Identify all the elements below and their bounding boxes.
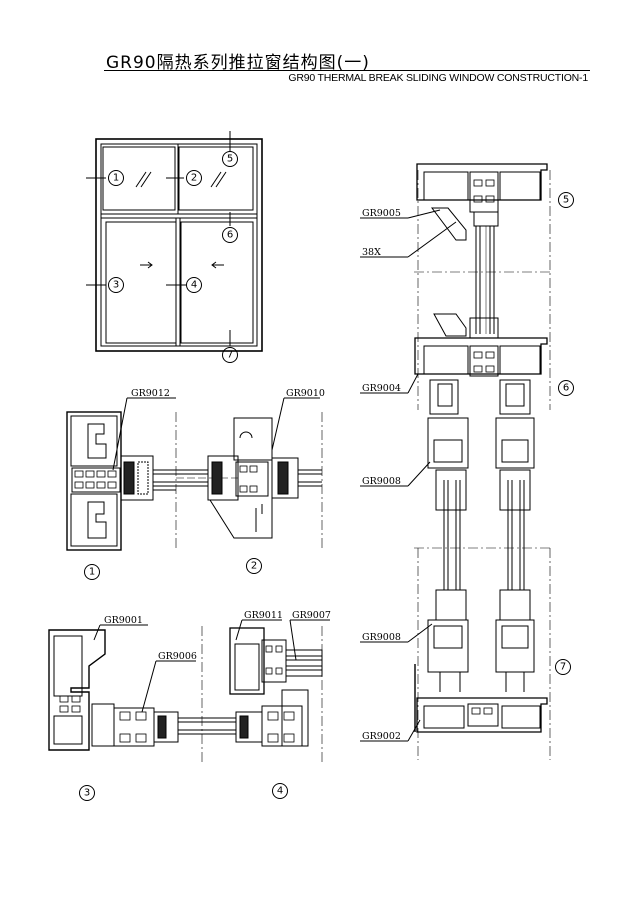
label-38x: 38X — [362, 247, 381, 258]
section-4 — [229, 619, 330, 799]
label-gr9004: GR9004 — [362, 383, 401, 394]
label-gr9006: GR9006 — [158, 651, 197, 662]
callout-2-elevation: 2 — [191, 173, 197, 184]
callout-4-section: 4 — [277, 786, 283, 797]
label-gr9008-upper: GR9008 — [362, 476, 401, 487]
section-3 — [48, 624, 236, 801]
label-gr9012: GR9012 — [131, 388, 170, 399]
label-gr9001: GR9001 — [104, 615, 143, 626]
callout-3-elevation: 3 — [113, 280, 119, 291]
label-gr9011: GR9011 — [244, 610, 283, 621]
page-subtitle: GR90 THERMAL BREAK SLIDING WINDOW CONSTR… — [288, 72, 588, 84]
callout-1-section: 1 — [89, 567, 95, 578]
section-2 — [84, 397, 323, 580]
label-gr9008-lower: GR9008 — [362, 632, 401, 643]
label-gr9010: GR9010 — [286, 388, 325, 399]
callout-7-section: 7 — [560, 662, 566, 673]
callout-1-elevation: 1 — [113, 173, 119, 184]
callout-4-elevation: 4 — [191, 280, 197, 291]
callout-5-elevation: 5 — [227, 154, 233, 165]
callout-6-section: 6 — [563, 383, 569, 394]
label-gr9007: GR9007 — [292, 610, 331, 621]
label-gr9002: GR9002 — [362, 731, 401, 742]
callout-6-elevation: 6 — [227, 230, 233, 241]
window-elevation — [86, 131, 263, 363]
title-rule — [104, 70, 590, 71]
callout-7-elevation: 7 — [227, 350, 233, 361]
callout-2-section: 2 — [251, 561, 257, 572]
label-gr9005: GR9005 — [362, 208, 401, 219]
section-1 — [66, 397, 238, 551]
page-title: GR90隔热系列推拉窗结构图(一) — [106, 53, 370, 73]
callout-3-section: 3 — [84, 788, 90, 799]
vertical-section — [360, 163, 574, 760]
callout-5-section: 5 — [563, 195, 569, 206]
